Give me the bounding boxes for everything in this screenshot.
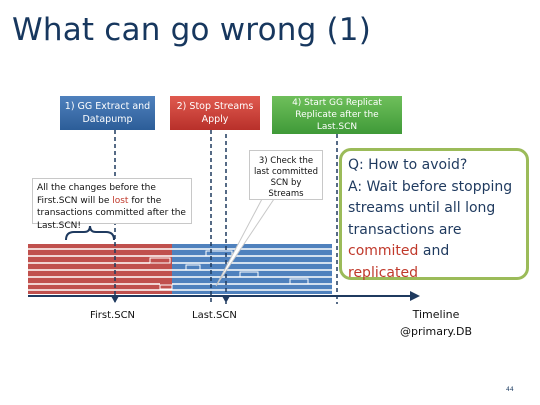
page-number: 44 bbox=[506, 386, 514, 393]
blue-transactions-area bbox=[172, 244, 332, 294]
step1-extract-box: 1) GG Extract and Datapump bbox=[60, 96, 155, 130]
qa-and-word: and bbox=[418, 243, 450, 259]
timeline-label: Timeline @primary.DB bbox=[400, 306, 472, 340]
timeline-title: Timeline bbox=[412, 308, 460, 321]
lost-changes-note: All the changes before the First.SCN wil… bbox=[32, 178, 192, 231]
qa-committed-word: commited bbox=[348, 243, 419, 259]
note-text-before: All the changes before the First.SCN wil… bbox=[37, 183, 156, 206]
first-scn-tick bbox=[111, 296, 119, 303]
step3-check-scn-callout: 3) Check the last committed SCN by Strea… bbox=[249, 150, 323, 200]
qa-replicated-word: replicated bbox=[348, 264, 418, 281]
last-scn-tick bbox=[222, 296, 230, 303]
timeline-subtitle: @primary.DB bbox=[400, 325, 472, 338]
step4-replicat-box: 4) Start GG Replicat Replicate after the… bbox=[272, 96, 402, 134]
lost-region-brace bbox=[65, 225, 115, 241]
qa-answer-start: A: Wait before stopping streams until al… bbox=[348, 178, 513, 238]
qa-callout: Q: How to avoid? A: Wait before stopping… bbox=[339, 148, 529, 281]
red-transactions-area bbox=[28, 244, 172, 294]
bar-caps bbox=[149, 250, 309, 290]
note-text-after: for the transactions committed after the… bbox=[37, 195, 186, 231]
note-lost-word: lost bbox=[112, 195, 129, 206]
qa-answer: A: Wait before stopping streams until al… bbox=[348, 177, 520, 285]
timeline-arrowhead bbox=[410, 291, 420, 301]
slide-title: What can go wrong (1) bbox=[12, 12, 372, 48]
last-scn-label: Last.SCN bbox=[192, 310, 237, 321]
step2-stop-apply-box: 2) Stop Streams Apply bbox=[170, 96, 260, 130]
first-scn-label: First.SCN bbox=[90, 310, 136, 321]
qa-question: Q: How to avoid? bbox=[348, 157, 468, 173]
